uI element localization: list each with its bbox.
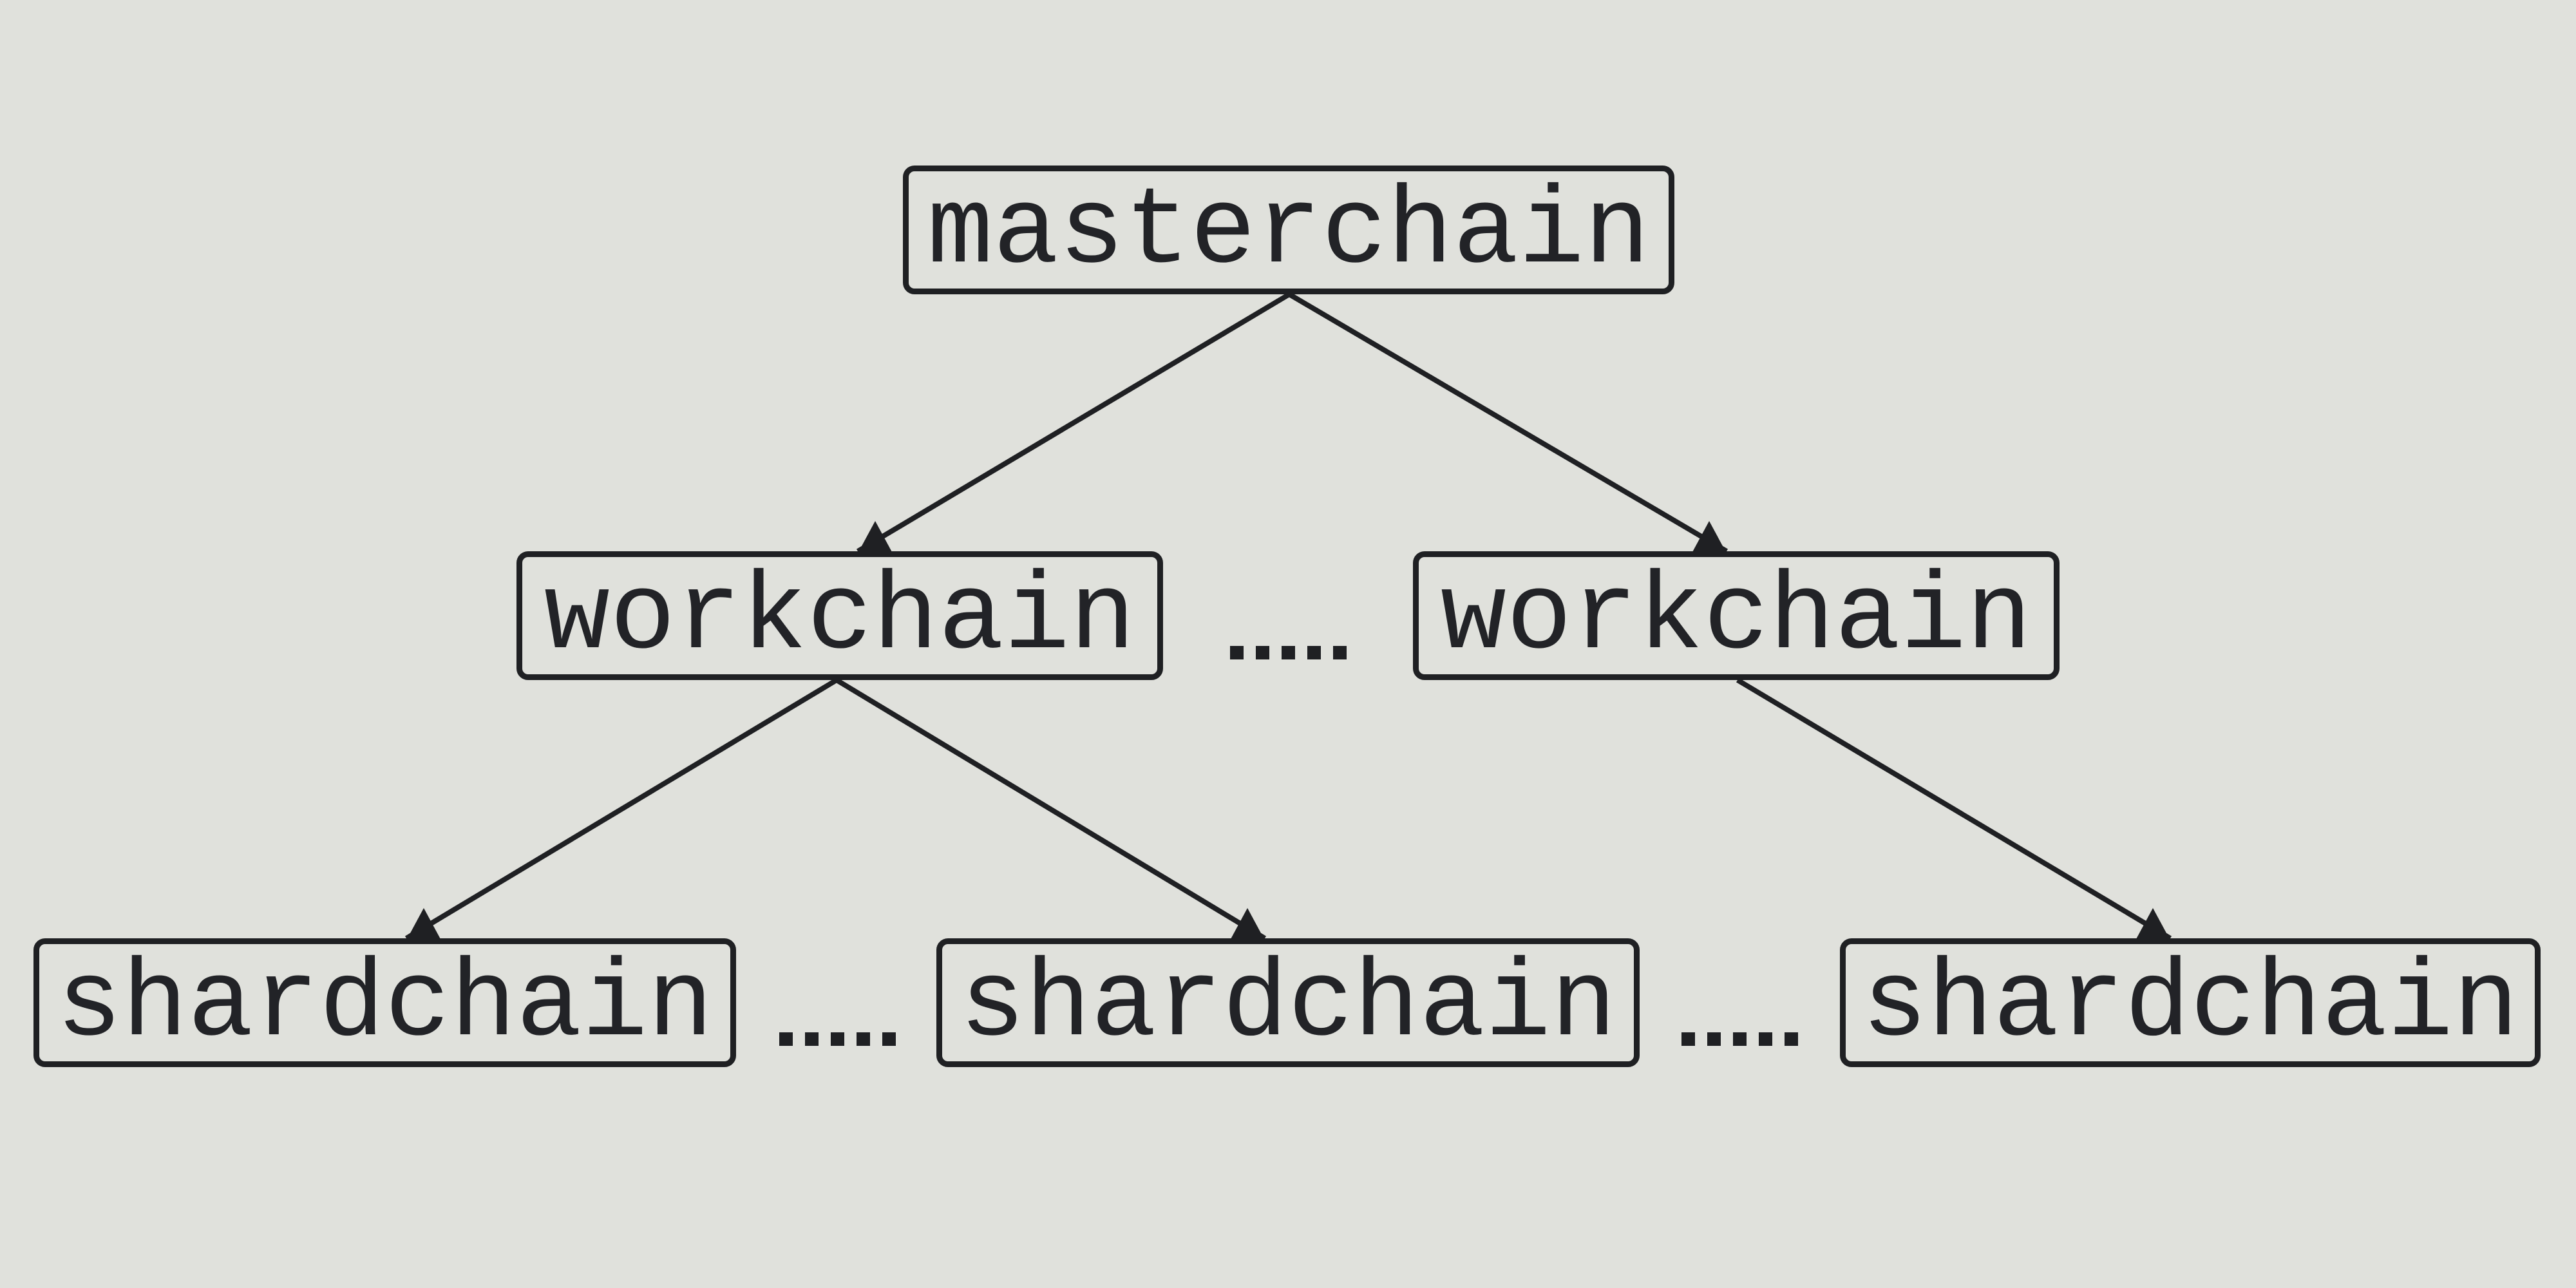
ellipsis-separator	[1681, 1032, 1798, 1046]
node-workchain-left: workchain	[516, 551, 1163, 680]
ellipsis-dot-icon	[882, 1032, 896, 1046]
ellipsis-dot-icon	[1707, 1032, 1721, 1046]
ellipsis-dot-icon	[804, 1032, 819, 1046]
ellipsis-dot-icon	[1758, 1032, 1772, 1046]
node-workchain-right: workchain	[1413, 551, 2060, 680]
node-label-masterchain: masterchain	[927, 171, 1651, 295]
ellipsis-separator	[779, 1032, 896, 1046]
arrowhead-icon	[1692, 521, 1727, 553]
node-label-shardchain-3: shardchain	[1861, 943, 2519, 1068]
node-shardchain-1: shardchain	[33, 938, 736, 1067]
node-shardchain-2: shardchain	[936, 938, 1640, 1067]
ellipsis-dot-icon	[1681, 1032, 1695, 1046]
ellipsis-dot-icon	[1732, 1032, 1747, 1046]
node-shardchain-3: shardchain	[1840, 938, 2541, 1067]
ellipsis-dot-icon	[1229, 645, 1244, 659]
ellipsis-separator	[1229, 645, 1347, 659]
arrowhead-icon	[858, 521, 893, 553]
edge-masterchain-to-workchain-right	[1287, 292, 1728, 554]
node-label-shardchain-1: shardchain	[56, 943, 714, 1068]
edge-workchain-left-to-shardchain-1	[404, 677, 838, 941]
edge-workchain-left-to-shardchain-2	[835, 677, 1267, 941]
node-label-shardchain-2: shardchain	[959, 943, 1617, 1068]
ellipsis-dot-icon	[856, 1032, 870, 1046]
node-masterchain: masterchain	[903, 166, 1674, 294]
ellipsis-dot-icon	[1281, 645, 1295, 659]
ellipsis-dot-icon	[1255, 645, 1269, 659]
edge-workchain-right-to-shardchain-3	[1736, 677, 2172, 941]
node-label-workchain-right: workchain	[1440, 556, 2032, 681]
ellipsis-dot-icon	[779, 1032, 793, 1046]
ellipsis-dot-icon	[830, 1032, 844, 1046]
arrowhead-icon	[1230, 908, 1265, 940]
node-label-workchain-left: workchain	[544, 556, 1136, 681]
arrowhead-icon	[2136, 908, 2170, 940]
ellipsis-dot-icon	[1784, 1032, 1798, 1046]
edge-masterchain-to-workchain-left	[856, 292, 1291, 554]
arrowhead-icon	[406, 908, 441, 940]
ellipsis-dot-icon	[1307, 645, 1321, 659]
ellipsis-dot-icon	[1332, 645, 1347, 659]
